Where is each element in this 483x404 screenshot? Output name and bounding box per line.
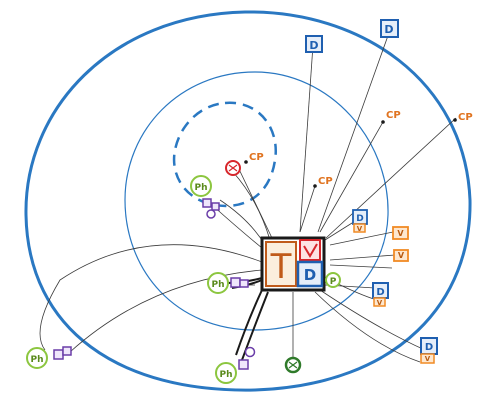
- svg-text:Ph: Ph: [30, 355, 43, 365]
- cp-node-3: CP: [313, 176, 333, 188]
- center-d-label: D: [304, 266, 316, 284]
- svg-text:V: V: [357, 225, 363, 233]
- svg-text:Ph: Ph: [211, 280, 224, 290]
- center-main-letter: T: [270, 247, 292, 287]
- svg-text:V: V: [397, 229, 404, 238]
- dv-node-right-3: D V: [420, 337, 438, 364]
- ph-node-bottom-center: Ph: [215, 346, 256, 384]
- svg-text:V: V: [425, 355, 431, 363]
- d-node-top-1: D: [305, 35, 323, 53]
- dashed-ring: [172, 101, 277, 208]
- dv-node-right-1: D V: [352, 209, 368, 233]
- connectors: [39, 29, 457, 363]
- cp-node-2: CP: [453, 112, 473, 123]
- d-node-top-2: D: [380, 19, 399, 38]
- svg-text:CP: CP: [458, 112, 473, 123]
- inner-ring: [124, 71, 389, 331]
- cp-node-1: CP: [381, 110, 401, 124]
- svg-text:D: D: [356, 214, 363, 224]
- svg-text:CP: CP: [386, 110, 401, 121]
- ph-node-bottom-left: Ph: [26, 346, 72, 369]
- svg-text:V: V: [398, 251, 405, 260]
- red-circle-node: [225, 160, 241, 176]
- svg-text:CP: CP: [318, 176, 333, 187]
- center-p-label: P: [330, 277, 337, 287]
- svg-text:Ph: Ph: [219, 370, 232, 380]
- cp-node-4: CP: [244, 152, 264, 164]
- ph-node-upper: Ph: [190, 175, 220, 219]
- ph-node-middle: Ph: [207, 272, 249, 294]
- svg-text:V: V: [377, 299, 383, 307]
- svg-text:D: D: [376, 287, 384, 298]
- svg-text:D: D: [384, 23, 393, 36]
- green-circle-node: [284, 356, 302, 374]
- v-node-right-1: V: [392, 226, 409, 240]
- center-hub: T D P: [260, 236, 341, 292]
- dv-node-right-2: D V: [372, 282, 389, 307]
- svg-text:D: D: [425, 342, 433, 353]
- svg-text:Ph: Ph: [194, 183, 207, 193]
- svg-text:D: D: [309, 39, 318, 52]
- outer-ring: [24, 10, 472, 392]
- v-node-right-2: V: [393, 249, 409, 262]
- svg-text:CP: CP: [249, 152, 264, 163]
